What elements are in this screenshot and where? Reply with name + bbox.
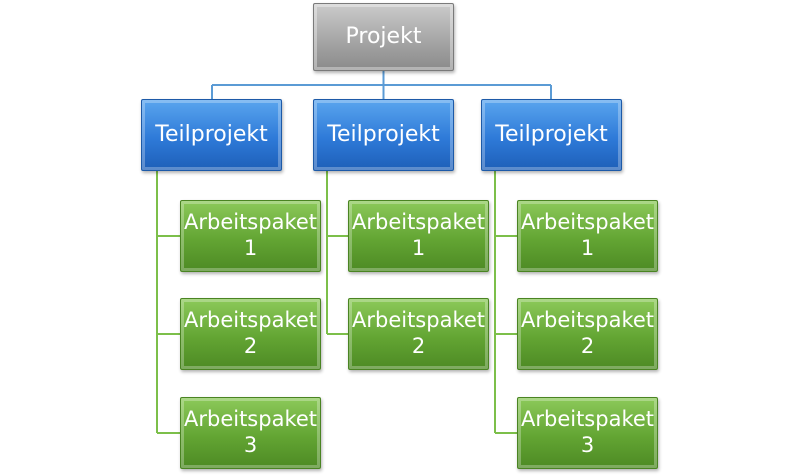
work-package-1-1: Arbeitspaket 1 bbox=[180, 200, 321, 272]
subproject-label: Teilprojekt bbox=[327, 121, 440, 147]
work-package-number: 2 bbox=[243, 334, 258, 358]
work-package-label: Arbeitspaket bbox=[183, 210, 318, 235]
work-package-label: Arbeitspaket bbox=[520, 308, 655, 333]
work-package-label: Arbeitspaket bbox=[351, 308, 486, 333]
work-package-1-2: Arbeitspaket 2 bbox=[180, 298, 321, 370]
work-package-3-1: Arbeitspaket 1 bbox=[517, 200, 658, 272]
root-connectors bbox=[211, 71, 552, 99]
work-package-number: 1 bbox=[411, 236, 426, 260]
work-package-2-2: Arbeitspaket 2 bbox=[348, 298, 489, 370]
work-package-2-1: Arbeitspaket 1 bbox=[348, 200, 489, 272]
sub1-connectors bbox=[156, 171, 180, 434]
work-package-number: 1 bbox=[243, 236, 258, 260]
work-package-number: 3 bbox=[580, 433, 595, 457]
work-package-3-2: Arbeitspaket 2 bbox=[517, 298, 658, 370]
subproject-node-3: Teilprojekt bbox=[481, 99, 622, 171]
work-package-number: 1 bbox=[580, 236, 595, 260]
work-package-number: 2 bbox=[580, 334, 595, 358]
work-package-label: Arbeitspaket bbox=[351, 210, 486, 235]
sub2-connectors bbox=[326, 171, 348, 335]
subproject-label: Teilprojekt bbox=[155, 121, 268, 147]
work-package-1-3: Arbeitspaket 3 bbox=[180, 397, 321, 469]
project-node: Projekt bbox=[313, 3, 454, 71]
work-package-label: Arbeitspaket bbox=[520, 407, 655, 432]
subproject-node-1: Teilprojekt bbox=[141, 99, 282, 171]
work-package-3-3: Arbeitspaket 3 bbox=[517, 397, 658, 469]
subproject-node-2: Teilprojekt bbox=[313, 99, 454, 171]
work-package-label: Arbeitspaket bbox=[183, 407, 318, 432]
subproject-label: Teilprojekt bbox=[495, 121, 608, 147]
sub3-connectors bbox=[494, 171, 517, 434]
work-package-number: 3 bbox=[243, 433, 258, 457]
work-package-label: Arbeitspaket bbox=[183, 308, 318, 333]
work-package-label: Arbeitspaket bbox=[520, 210, 655, 235]
project-label: Projekt bbox=[345, 23, 422, 49]
work-package-number: 2 bbox=[411, 334, 426, 358]
